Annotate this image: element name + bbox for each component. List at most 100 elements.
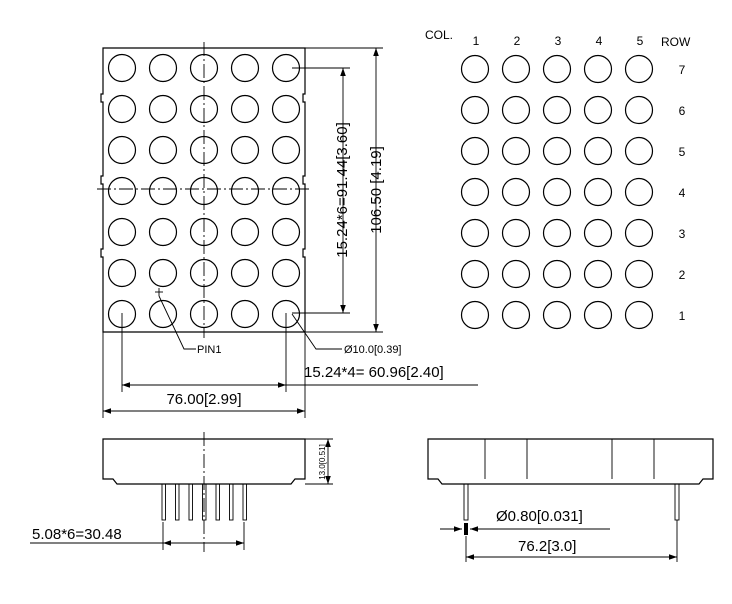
vertical-pitch-label: 15.24*6=91.44[3.60] <box>334 122 351 258</box>
led-circle <box>271 258 301 288</box>
schematic-led-circle <box>542 177 572 207</box>
col-number: 1 <box>473 34 480 48</box>
led-circle <box>230 135 260 165</box>
schematic-led-circle <box>542 95 572 125</box>
led-circle <box>230 176 260 206</box>
side-pin-group <box>161 483 247 521</box>
led-circle <box>189 258 219 288</box>
pin1-leader <box>158 295 196 350</box>
schematic-led-circle <box>583 54 613 84</box>
row-number: 6 <box>679 104 686 118</box>
schematic-led-circle <box>624 136 654 166</box>
led-circle <box>148 258 178 288</box>
led-circle <box>107 176 137 206</box>
row-number: 2 <box>679 268 686 282</box>
led-circle <box>189 135 219 165</box>
schematic-led-circle <box>583 136 613 166</box>
led-circle <box>107 135 137 165</box>
schematic-led-circle <box>460 218 490 248</box>
schematic-led-circle <box>583 218 613 248</box>
schematic-led-circle <box>460 136 490 166</box>
end-pin-right <box>674 483 680 521</box>
schematic-led-circle <box>460 259 490 289</box>
col-number: 2 <box>514 34 521 48</box>
diameter-leader <box>291 313 342 350</box>
total-width-label: 76.00[2.99] <box>166 391 241 408</box>
col-number: 3 <box>555 34 562 48</box>
row-header: ROW <box>661 35 691 49</box>
schematic-led-circle <box>501 300 531 330</box>
row-number: 5 <box>679 145 686 159</box>
schematic-led-circle <box>501 218 531 248</box>
thickness-label: 13.0[0.51] <box>318 444 327 480</box>
front-view: 15.24*6=91.44[3.60] 106.50 [4.19] PIN1 Ø… <box>97 42 478 418</box>
schematic-led-circle <box>624 300 654 330</box>
schematic-led-circle <box>624 54 654 84</box>
schematic-led-circle <box>583 95 613 125</box>
pin <box>188 483 193 521</box>
led-circle <box>230 53 260 83</box>
led-circle <box>230 258 260 288</box>
schematic-led-circle <box>624 218 654 248</box>
schematic-led-circle <box>501 259 531 289</box>
schematic-led-circle <box>460 300 490 330</box>
led-circle <box>189 299 219 329</box>
front-led-grid <box>107 53 301 329</box>
led-circle <box>148 217 178 247</box>
schematic-led-circle <box>624 95 654 125</box>
led-circle <box>107 217 137 247</box>
schematic-led-circle <box>542 259 572 289</box>
schematic-led-circle <box>542 136 572 166</box>
pin <box>229 483 234 521</box>
led-circle <box>148 299 178 329</box>
schematic-led-circle <box>460 177 490 207</box>
schematic-led-circle <box>624 259 654 289</box>
led-circle <box>107 53 137 83</box>
led-circle <box>271 217 301 247</box>
pin <box>175 483 180 521</box>
side-view: 13.0[0.51] 5.08*6=30.48 <box>30 432 333 552</box>
span-label: 76.2[3.0] <box>518 538 576 555</box>
schematic-led-circle <box>583 300 613 330</box>
schematic-led-circle <box>501 54 531 84</box>
col-header: COL. <box>425 28 453 42</box>
pin <box>202 483 207 521</box>
schematic-led-circle <box>583 259 613 289</box>
led-circle <box>148 176 178 206</box>
schematic-led-circle <box>501 177 531 207</box>
row-number: 4 <box>679 186 686 200</box>
schematic-led-circle <box>501 95 531 125</box>
horizontal-pitch-label: 15.24*4= 60.96[2.40] <box>304 364 444 381</box>
pin-section-mark <box>464 523 468 535</box>
row-number: 1 <box>679 309 686 323</box>
side-body-outline <box>102 438 306 485</box>
diameter-label: Ø10.0[0.39] <box>344 344 402 356</box>
led-circle <box>148 94 178 124</box>
schematic-led-grid <box>460 54 654 330</box>
schematic-led-circle <box>624 177 654 207</box>
led-circle <box>230 94 260 124</box>
front-body-outline <box>100 47 306 333</box>
end-view: Ø0.80[0.031] 76.2[3.0] <box>427 438 714 562</box>
led-circle <box>230 299 260 329</box>
schematic-led-circle <box>501 136 531 166</box>
led-circle <box>230 217 260 247</box>
led-circle <box>271 94 301 124</box>
led-circle <box>271 135 301 165</box>
led-circle <box>189 176 219 206</box>
end-body-outline <box>427 438 714 485</box>
pin <box>161 483 166 521</box>
schematic-led-circle <box>542 300 572 330</box>
row-number: 7 <box>679 63 686 77</box>
pin <box>215 483 220 521</box>
schematic-led-circle <box>542 218 572 248</box>
pin1-label: PIN1 <box>197 344 221 356</box>
led-circle <box>107 258 137 288</box>
col-number: 4 <box>596 34 603 48</box>
schematic-led-circle <box>542 54 572 84</box>
col-number: 5 <box>637 34 644 48</box>
led-circle <box>107 94 137 124</box>
